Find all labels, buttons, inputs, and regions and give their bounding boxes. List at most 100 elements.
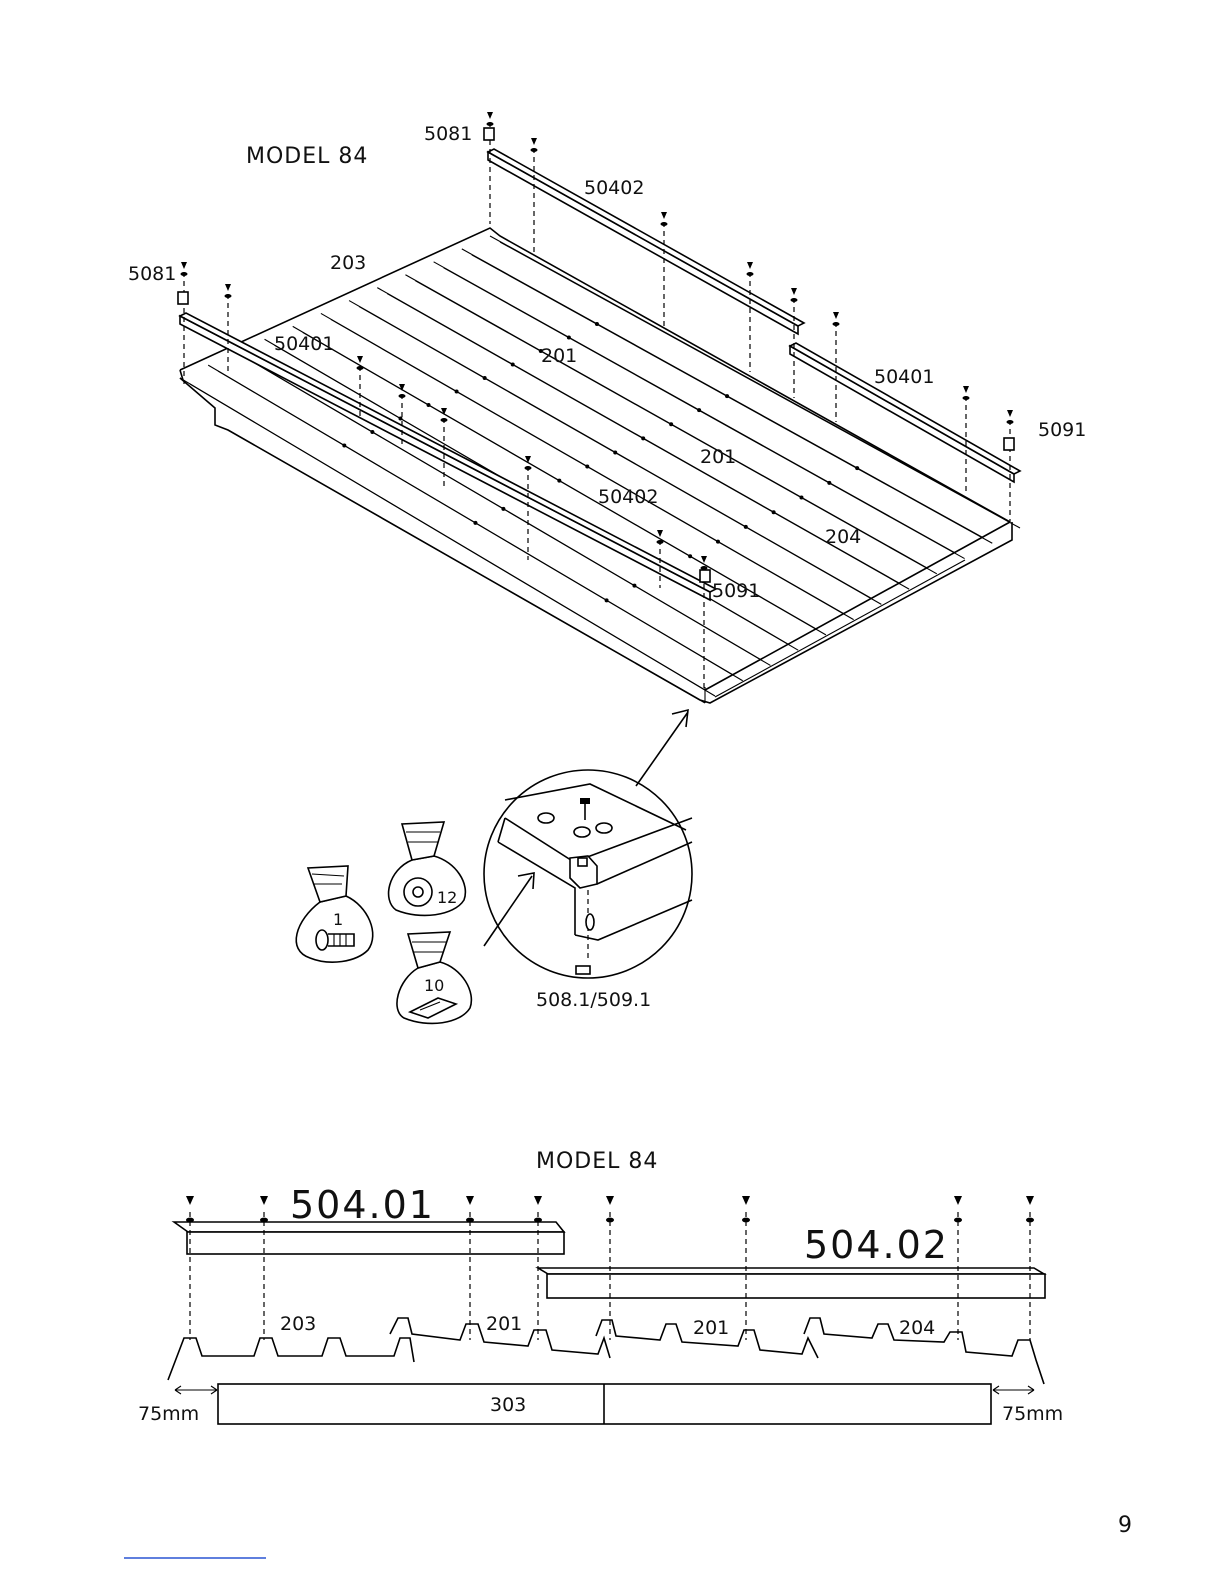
washer-icon — [1026, 1218, 1034, 1223]
washer-icon — [963, 396, 970, 400]
hardware-bag-washers: 12 — [389, 822, 466, 915]
rivet-hole — [342, 444, 346, 448]
rivet-hole — [483, 376, 487, 380]
label-50401-left: 50401 — [274, 333, 334, 355]
rivet-hole — [744, 525, 748, 529]
roof-rib-edge — [246, 358, 770, 665]
roof-rib-edge — [472, 255, 992, 543]
label-201-b: 201 — [700, 446, 736, 468]
page-number: 9 — [1118, 1513, 1133, 1538]
roof-rib-edge — [190, 384, 715, 696]
rivet-hole — [799, 496, 803, 500]
label-203: 203 — [330, 252, 366, 274]
label-204: 204 — [825, 526, 861, 548]
screw-icon — [357, 356, 363, 363]
rivet-hole — [855, 466, 859, 470]
screw-icon — [657, 530, 663, 537]
rivet-hole — [501, 507, 505, 511]
base-303 — [218, 1384, 991, 1424]
sheet-label-201-a: 201 — [486, 1313, 522, 1335]
screw-icon — [441, 408, 447, 415]
rivet-hole — [473, 521, 477, 525]
top-diagram-title: MODEL 84 — [246, 144, 368, 169]
bracket-5081-top — [484, 128, 494, 140]
rail-50401-left — [180, 313, 716, 600]
washer-icon — [441, 418, 448, 422]
washer-icon — [833, 322, 840, 326]
washer-icon — [466, 1218, 474, 1223]
isometric-roof-diagram: MODEL 84 — [128, 112, 1086, 703]
washer-icon — [954, 1218, 962, 1223]
washer-icon — [487, 122, 494, 126]
screw-icon — [399, 384, 405, 391]
bracket-5091-right — [1004, 438, 1014, 450]
rivet-hole — [605, 598, 609, 602]
label-5091-front: 5091 — [712, 580, 760, 602]
screw-icon — [1026, 1196, 1034, 1205]
washer-icon — [357, 366, 364, 370]
washer-icon — [657, 540, 664, 544]
roof-rib-edge — [444, 268, 965, 559]
washer-icon — [260, 1218, 268, 1223]
corner-detail-magnifier: 508.1/509.1 — [484, 770, 692, 1011]
roof-rib-edge — [331, 319, 854, 619]
label-5091-right: 5091 — [1038, 419, 1086, 441]
dimension-right-label: 75mm — [1002, 1403, 1063, 1425]
hardware-bag-screws: 1 — [296, 866, 373, 962]
rail-50401-right — [790, 343, 1020, 482]
rivet-hole — [669, 422, 673, 426]
rail-label-504-01: 504.01 — [290, 1183, 435, 1227]
screw-icon — [606, 1196, 614, 1205]
label-50401-right: 50401 — [874, 366, 934, 388]
rivet-hole — [613, 450, 617, 454]
elevation-diagram: MODEL 84 504.01 504.02 203 201 201 204 — [138, 1149, 1063, 1425]
dimension-left — [175, 1386, 217, 1394]
dimension-left-label: 75mm — [138, 1403, 199, 1425]
rivet-hole — [772, 510, 776, 514]
bracket-5081-left — [178, 292, 188, 304]
sheet-label-203: 203 — [280, 1313, 316, 1335]
rivet-hole — [455, 390, 459, 394]
roof-rib-edge — [500, 242, 1020, 528]
screw-icon — [225, 284, 231, 291]
washer-icon — [742, 1218, 750, 1223]
screw-icon — [531, 138, 537, 145]
screw-icon — [260, 1196, 268, 1205]
sheet-label-204: 204 — [899, 1317, 935, 1339]
detail-pointer-arrow — [636, 710, 688, 786]
screw-icon — [1007, 410, 1013, 417]
roof-sheet-ribs — [180, 236, 1020, 696]
bag-qty-screws: 1 — [333, 910, 343, 929]
washer-icon — [225, 294, 232, 298]
screw-icon — [747, 262, 753, 269]
rail-50402-top — [488, 149, 804, 334]
washer-icon — [186, 1218, 194, 1223]
rivet-hole — [725, 394, 729, 398]
washer-icon — [791, 298, 798, 302]
washer-icon — [399, 394, 406, 398]
rivet-hole — [398, 417, 402, 421]
rivet-hole — [557, 479, 561, 483]
screw-icon — [487, 112, 493, 119]
rivet-hole — [697, 408, 701, 412]
label-201-a: 201 — [541, 345, 577, 367]
screw-icon — [534, 1196, 542, 1205]
washer-icon — [404, 878, 432, 906]
roof-sheet-outline — [180, 228, 1010, 690]
screw-icon — [963, 386, 969, 393]
rivet-hole — [567, 336, 571, 340]
roof-rib-edge — [218, 371, 743, 681]
screw-icon — [466, 1196, 474, 1205]
rivet-hole — [641, 436, 645, 440]
washer-icon — [525, 466, 532, 470]
bag-qty-washers: 12 — [437, 888, 457, 907]
sheet-label-201-b: 201 — [693, 1317, 729, 1339]
screw-icon — [701, 556, 707, 563]
screw-icon — [833, 312, 839, 319]
detail-label: 508.1/509.1 — [536, 989, 651, 1011]
label-5081-top: 5081 — [424, 123, 472, 145]
rivet-hole — [595, 322, 599, 326]
dimension-right — [993, 1386, 1034, 1394]
